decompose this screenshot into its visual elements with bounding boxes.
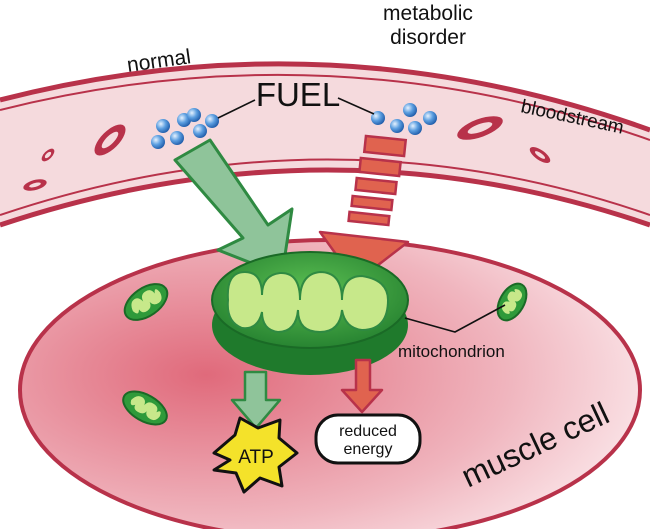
arrow-segment (354, 176, 398, 196)
red-blood-cell (23, 179, 47, 191)
red-blood-cell (529, 146, 551, 164)
arrow-segment (362, 134, 408, 158)
arrow-segment (347, 210, 391, 227)
fuel-molecule (390, 119, 404, 133)
fuel-molecule (408, 121, 422, 135)
arrow-segment (358, 156, 402, 178)
reduced-energy-output-arrow (340, 358, 384, 414)
fuel-molecule (187, 108, 201, 122)
fuel-molecule (403, 103, 417, 117)
mitochondrion-label: mitochondrion (398, 342, 505, 361)
fuel-molecule (193, 124, 207, 138)
fuel-molecule (151, 135, 165, 149)
red-blood-cells (23, 116, 551, 191)
fuel-molecules-left (151, 108, 219, 149)
disorder-fuel-arrow (318, 134, 410, 284)
fuel-molecule (170, 131, 184, 145)
metabolic-disorder-label-line2: disorder (390, 26, 466, 49)
red-blood-cell (41, 148, 55, 162)
mitochondrion-small (496, 282, 528, 322)
reduced-energy-label-line1: reduced (339, 423, 397, 440)
arrow-segment (350, 194, 394, 212)
blood-vessel (0, 61, 650, 228)
fuel-connector-lines (217, 97, 375, 119)
fuel-molecule (156, 119, 170, 133)
mitochondrion-small (122, 390, 168, 426)
metabolic-disorder-label-line1: metabolic (383, 2, 473, 25)
fuel-molecules-right (371, 103, 437, 135)
atp-output-arrow (230, 370, 282, 430)
fuel-molecule (205, 114, 219, 128)
mitochondrion-main (211, 251, 409, 375)
red-blood-cell (457, 116, 503, 140)
reduced-energy-label-line2: energy (344, 441, 393, 458)
reduced-energy-box: reduced energy (314, 413, 422, 465)
fuel-label: FUEL (256, 76, 340, 113)
mitochondrion-pointer (404, 304, 506, 333)
red-blood-cell (94, 124, 126, 156)
mitochondrion-small (123, 283, 169, 321)
atp-label: ATP (238, 447, 274, 468)
fuel-molecule (371, 111, 385, 125)
atp-star: ATP (212, 416, 299, 494)
fuel-molecule (423, 111, 437, 125)
normal-fuel-arrow (173, 138, 294, 277)
